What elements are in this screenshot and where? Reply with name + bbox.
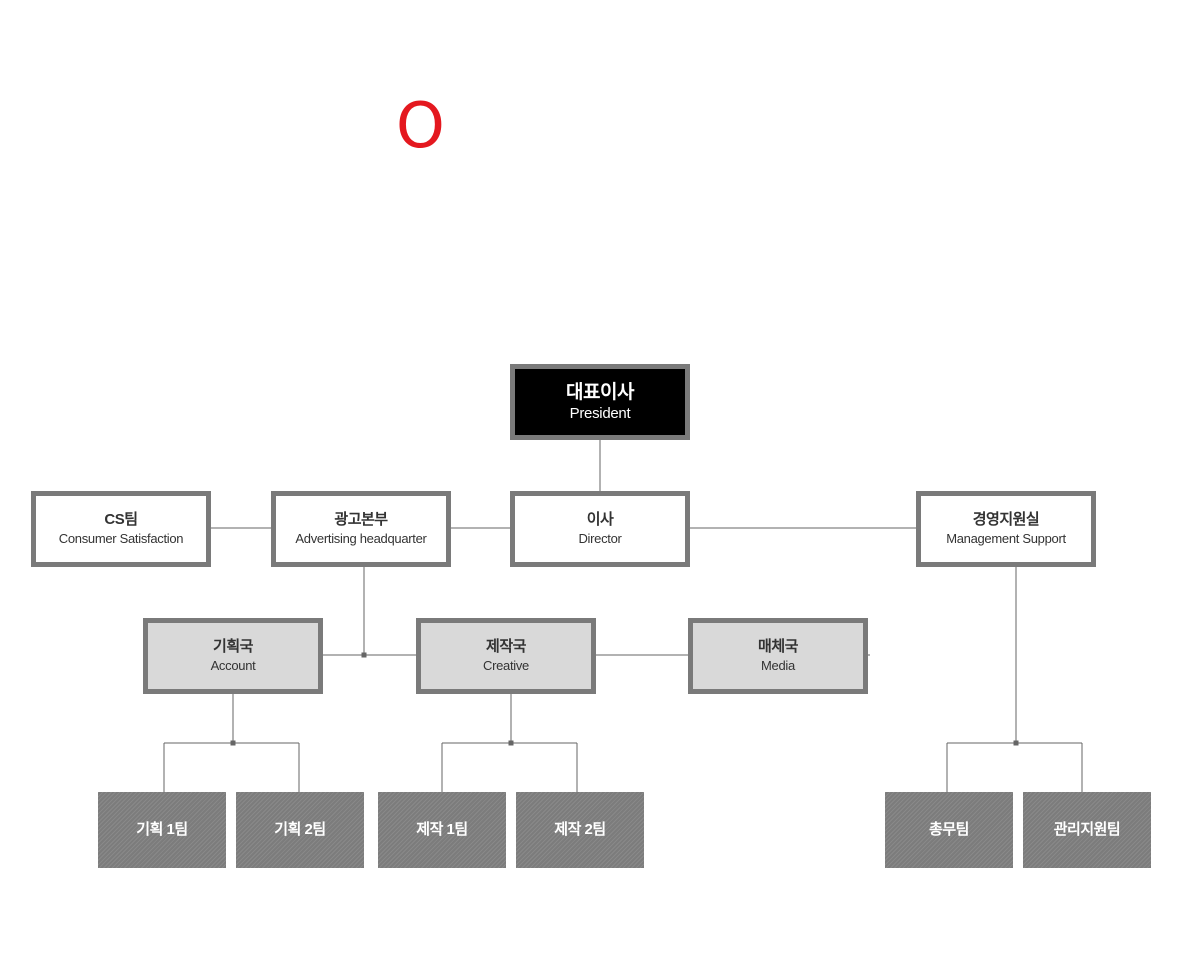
node-cs-team: CS팀 Consumer Satisfaction [31, 491, 211, 567]
node-director: 이사 Director [510, 491, 690, 567]
node-president-ko: 대표이사 [566, 382, 634, 403]
header-mark: O [396, 89, 445, 162]
node-director-ko: 이사 [586, 511, 614, 528]
node-account-en: Account [210, 658, 256, 673]
node-general-affairs-team-ko: 총무팀 [929, 821, 969, 838]
node-account: 기획국 Account [143, 618, 323, 694]
node-cs-team-en: Consumer Satisfaction [58, 531, 184, 546]
node-production-team-2: 제작 2팀 [516, 792, 644, 868]
node-creative-en: Creative [482, 658, 529, 673]
node-production-team-1-ko: 제작 1팀 [416, 821, 468, 838]
node-production-team-2-ko: 제작 2팀 [554, 821, 606, 838]
node-media-en: Media [761, 658, 795, 673]
node-management-support-en: Management Support [946, 531, 1066, 546]
node-president: 대표이사 President [510, 364, 690, 440]
node-advertising-hq-en: Advertising headquarter [295, 531, 427, 546]
node-president-en: President [569, 405, 631, 422]
node-planning-team-1-ko: 기획 1팀 [136, 821, 188, 838]
node-admin-support-team: 관리지원팀 [1023, 792, 1151, 868]
node-creative-ko: 제작국 [486, 638, 526, 655]
node-management-support-ko: 경영지원실 [972, 511, 1040, 528]
node-planning-team-2-ko: 기획 2팀 [274, 821, 326, 838]
node-general-affairs-team: 총무팀 [885, 792, 1013, 868]
node-account-ko: 기획국 [213, 638, 253, 655]
node-planning-team-2: 기획 2팀 [236, 792, 364, 868]
node-media: 매체국 Media [688, 618, 868, 694]
node-admin-support-team-ko: 관리지원팀 [1053, 821, 1121, 838]
node-director-en: Director [578, 531, 622, 546]
node-creative: 제작국 Creative [416, 618, 596, 694]
node-cs-team-ko: CS팀 [104, 511, 138, 528]
node-advertising-hq-ko: 광고본부 [334, 511, 388, 528]
node-advertising-hq: 광고본부 Advertising headquarter [271, 491, 451, 567]
node-media-ko: 매체국 [758, 638, 798, 655]
node-management-support: 경영지원실 Management Support [916, 491, 1096, 567]
node-planning-team-1: 기획 1팀 [98, 792, 226, 868]
node-production-team-1: 제작 1팀 [378, 792, 506, 868]
